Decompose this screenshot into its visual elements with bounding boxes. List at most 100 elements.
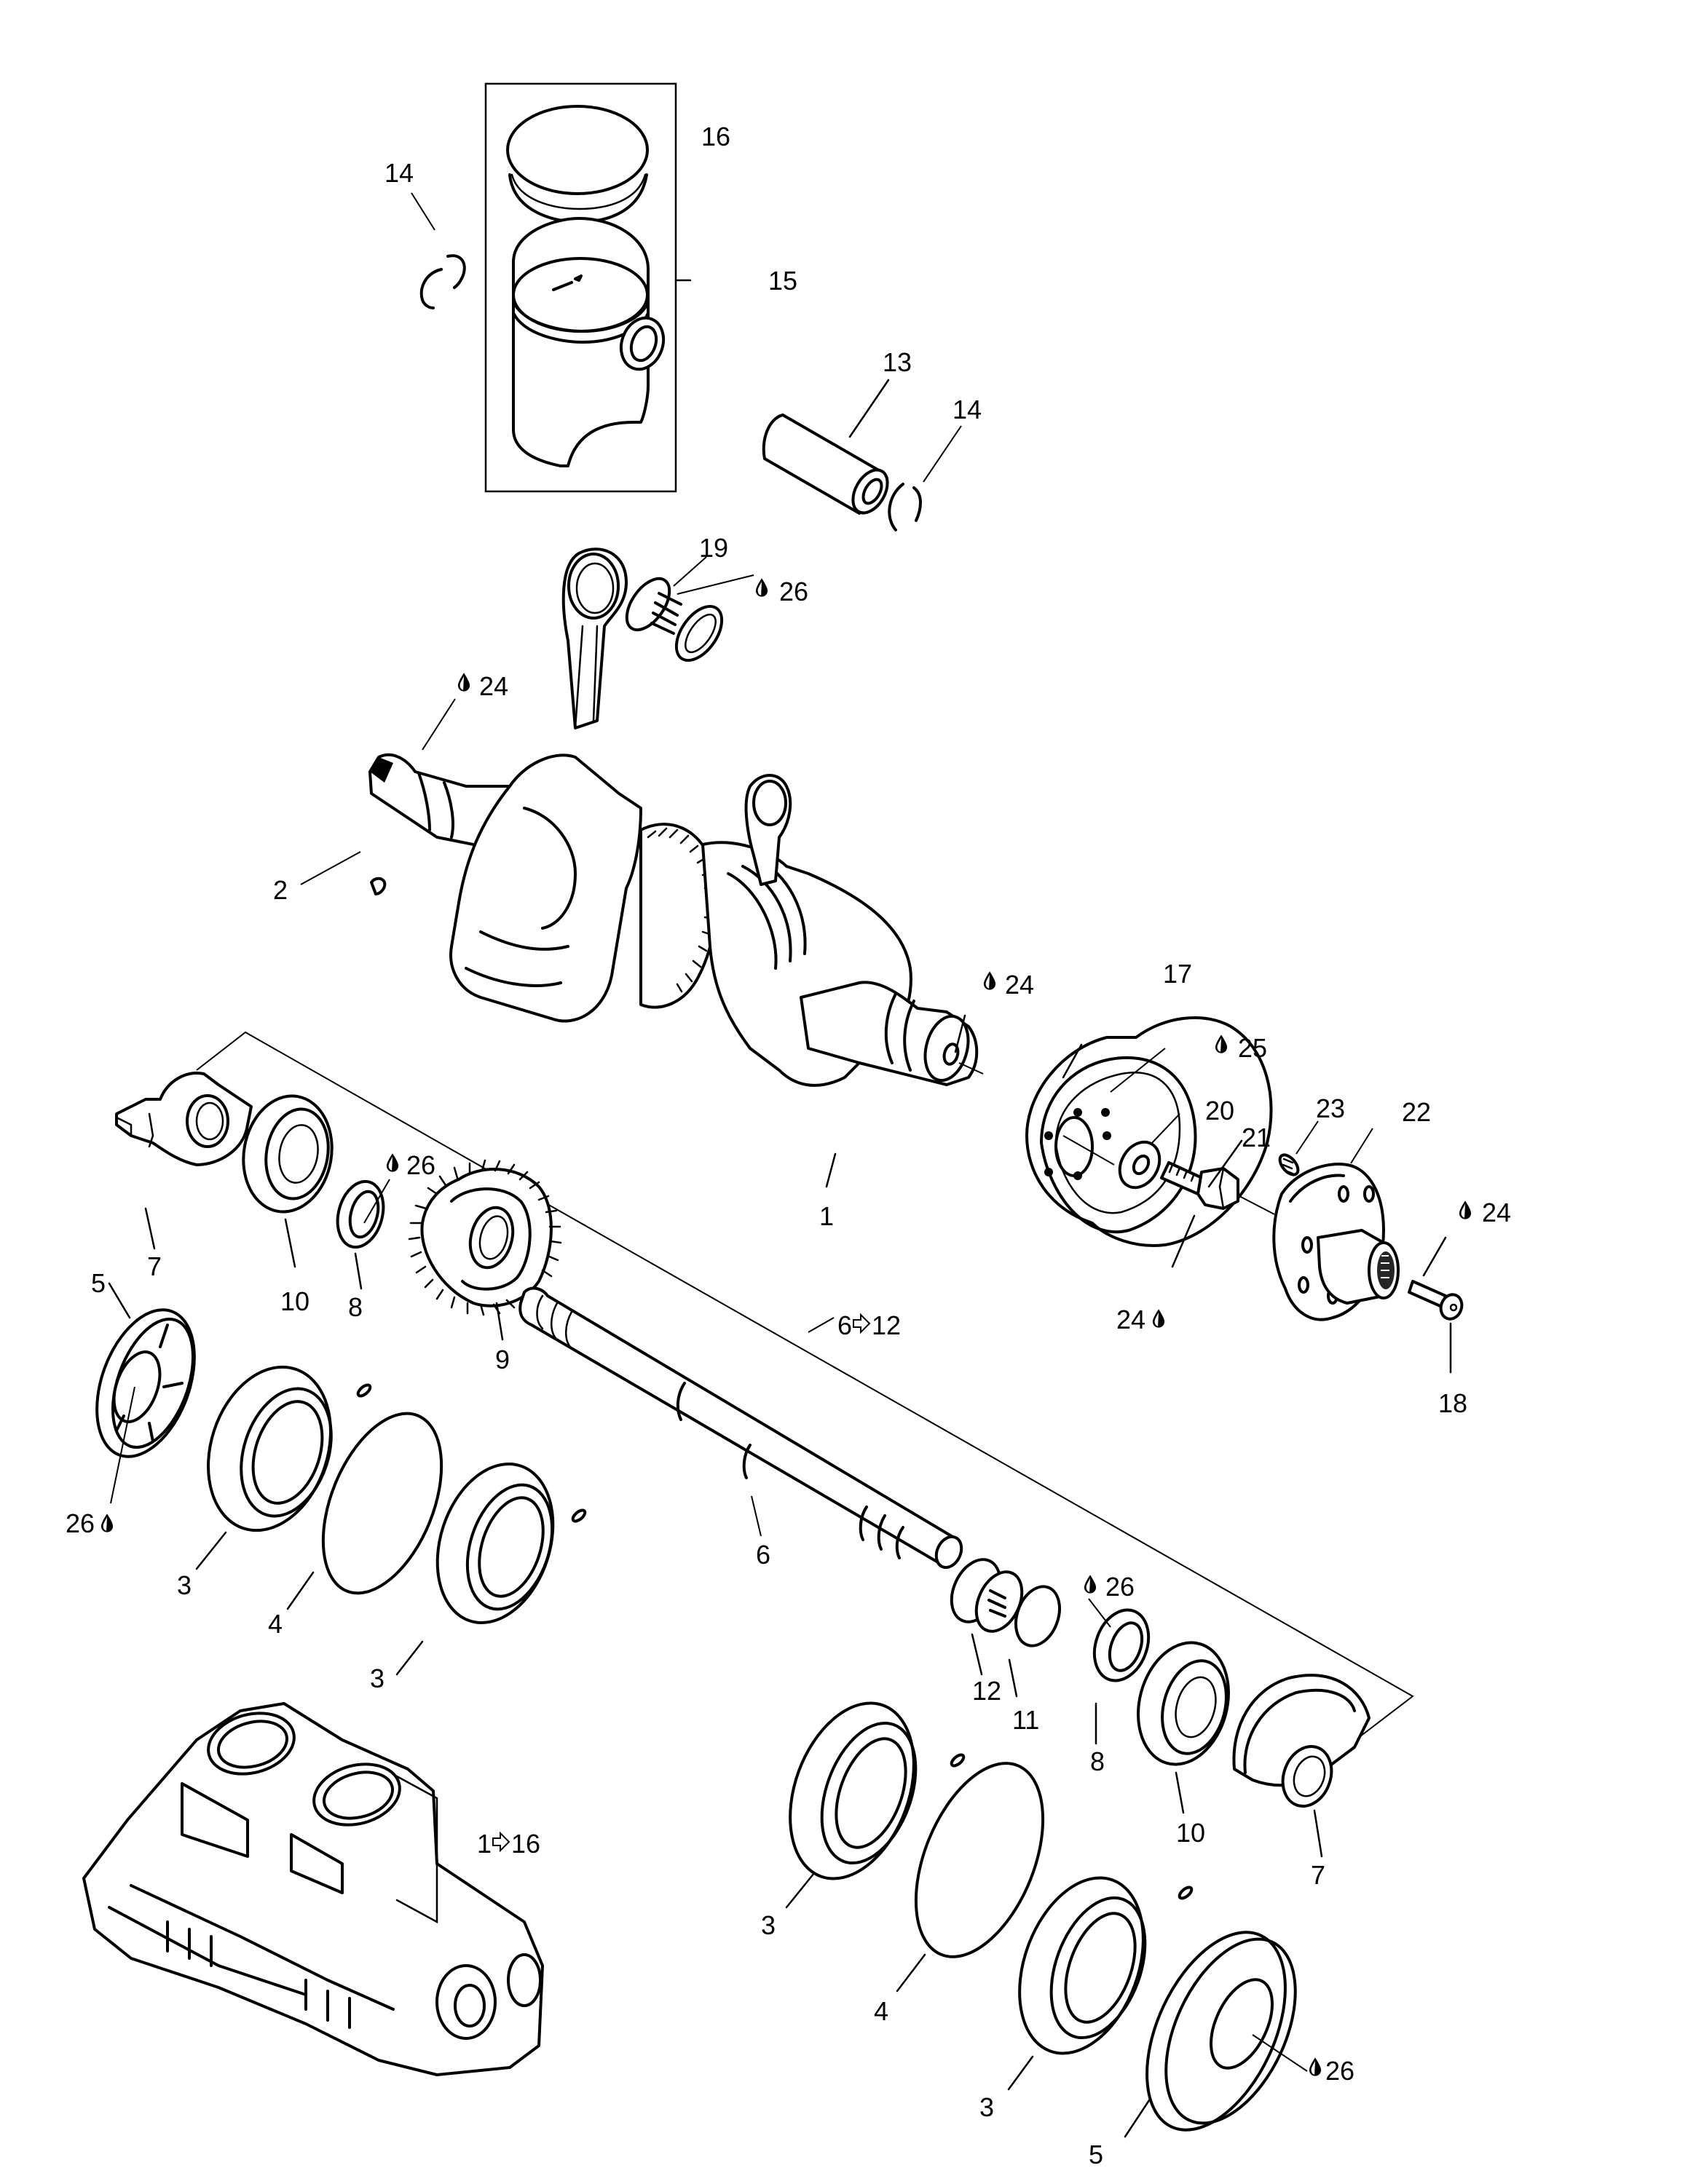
callout-26[interactable]: 26 (779, 577, 808, 606)
callout-1[interactable]: 1 (819, 1201, 834, 1231)
flywheel-holes (1044, 1108, 1111, 1180)
set-screw-23[interactable] (1277, 1152, 1301, 1178)
leader-21 (1207, 1139, 1243, 1188)
callout-3[interactable]: 3 (177, 1570, 192, 1600)
piston[interactable] (512, 217, 671, 467)
callout-20[interactable]: 20 (1205, 1096, 1234, 1125)
bearing-10-left[interactable] (234, 1089, 341, 1219)
callout-labels: 14 16 15 13 14 19 26 24 2 24 17 25 20 21… (66, 122, 1511, 2169)
callout-15[interactable]: 15 (768, 266, 797, 296)
piston-pin-13[interactable] (760, 414, 895, 528)
circlip-14-left[interactable] (419, 254, 466, 309)
counterweight-7-left[interactable] (115, 1072, 253, 1166)
callout-21[interactable]: 21 (1242, 1123, 1271, 1152)
callout-6[interactable]: 6 (756, 1540, 770, 1570)
flywheel-17[interactable] (1025, 1016, 1273, 1247)
oil-seal-5-right[interactable] (1119, 1911, 1322, 2151)
axis-line-flywheel (1062, 1135, 1115, 1166)
gear-9-teeth (408, 1159, 562, 1316)
socket-screw-18[interactable] (1408, 1280, 1465, 1322)
crankcase-engine-block[interactable] (82, 1702, 544, 2076)
ball-bearing-3-c[interactable] (768, 1686, 936, 1896)
callout-12[interactable]: 12 (972, 1676, 1001, 1706)
leader-23 (1295, 1120, 1319, 1155)
ball-bearing-3-b[interactable] (418, 1449, 572, 1637)
callout-8[interactable]: 8 (1090, 1746, 1105, 1776)
leader-26e (1252, 2034, 1308, 2072)
callout-24[interactable]: 24 (1116, 1305, 1145, 1334)
callout-26[interactable]: 26 (406, 1150, 435, 1180)
callout-16[interactable]: 16 (701, 122, 730, 151)
callout-10[interactable]: 10 (1176, 1818, 1205, 1848)
callout-3[interactable]: 3 (979, 2092, 994, 2122)
callout-26[interactable]: 26 (1325, 2056, 1354, 2086)
woodruff-key-2[interactable] (370, 877, 387, 895)
callout-24[interactable]: 24 (479, 671, 508, 701)
leader-10a (284, 1218, 296, 1268)
callout-26[interactable]: 26 (66, 1508, 95, 1538)
lubricant-drop-icon (1084, 1575, 1097, 1594)
callout-13[interactable]: 13 (883, 347, 912, 377)
circlip-14-right[interactable] (888, 483, 922, 531)
callout-4[interactable]: 4 (268, 1609, 283, 1639)
oil-seal-8-right[interactable] (1085, 1602, 1158, 1688)
callout-26[interactable]: 26 (1105, 1572, 1135, 1602)
balancer-shaft-6[interactable] (518, 1286, 966, 1572)
callout-9[interactable]: 9 (495, 1345, 510, 1374)
leader-20 (1150, 1113, 1180, 1145)
piston-ring-16[interactable] (506, 105, 649, 223)
callout-14[interactable]: 14 (384, 158, 414, 188)
callout-7[interactable]: 7 (1311, 1860, 1325, 1890)
oil-seal-5-left[interactable] (79, 1297, 213, 1470)
callout-22[interactable]: 22 (1402, 1097, 1431, 1127)
needle-bearing-12[interactable] (942, 1552, 1031, 1639)
drive-flange-22[interactable] (1272, 1163, 1400, 1321)
callout-17[interactable]: 17 (1163, 959, 1192, 989)
range-start: 6 (837, 1310, 852, 1340)
dowel-pin (1178, 1886, 1194, 1900)
dowel-pin (356, 1383, 372, 1398)
callout-1-to-16[interactable]: 1 16 (477, 1829, 540, 1859)
callout-10[interactable]: 10 (280, 1286, 309, 1316)
callout-14[interactable]: 14 (953, 395, 982, 424)
leader-25 (1110, 1048, 1166, 1093)
callout-6-to-12[interactable]: 6 12 (837, 1310, 901, 1340)
lubricant-drop-icon (1459, 1200, 1472, 1219)
callout-24[interactable]: 24 (1482, 1198, 1511, 1227)
bearing-10-right[interactable] (1125, 1632, 1242, 1774)
leader-19 (673, 556, 707, 587)
oil-seal-8-left[interactable] (331, 1176, 390, 1252)
callout-2[interactable]: 2 (273, 875, 288, 905)
callout-19[interactable]: 19 (699, 533, 728, 563)
leader-6-12 (808, 1317, 835, 1333)
ring-4-left[interactable] (299, 1396, 465, 1610)
hex-bolt-21[interactable] (1160, 1161, 1239, 1210)
gear-9[interactable] (408, 1159, 562, 1316)
ring-4-right[interactable] (891, 1745, 1068, 1975)
callout-5[interactable]: 5 (91, 1268, 106, 1298)
callout-3[interactable]: 3 (761, 1910, 776, 1940)
ball-bearing-3-a[interactable] (188, 1351, 350, 1546)
callout-4[interactable]: 4 (874, 1996, 888, 2026)
ring-11[interactable] (1008, 1580, 1067, 1652)
crankshaft-assembly-1[interactable] (368, 547, 979, 1087)
callout-5[interactable]: 5 (1089, 2140, 1103, 2169)
callout-11[interactable]: 11 (1012, 1705, 1039, 1735)
callout-7[interactable]: 7 (147, 1251, 162, 1281)
callout-25[interactable]: 25 (1238, 1033, 1267, 1063)
leader-26a (677, 574, 754, 595)
dowel-pin (950, 1753, 966, 1768)
lubricant-drop-icon (1309, 2057, 1322, 2076)
leader-6 (751, 1495, 762, 1537)
leader-5b (1124, 2099, 1151, 2138)
leader-24c (1171, 1214, 1196, 1268)
callout-8[interactable]: 8 (348, 1292, 363, 1322)
callout-3[interactable]: 3 (370, 1663, 384, 1693)
piston-kit-group[interactable] (484, 82, 677, 493)
callout-18[interactable]: 18 (1438, 1388, 1467, 1418)
needle-cage-19[interactable] (618, 571, 731, 669)
counterweight-7-right[interactable] (1232, 1674, 1370, 1813)
ball-bearing-3-d[interactable] (997, 1861, 1166, 2070)
callout-24[interactable]: 24 (1005, 970, 1034, 1000)
callout-23[interactable]: 23 (1316, 1093, 1345, 1123)
